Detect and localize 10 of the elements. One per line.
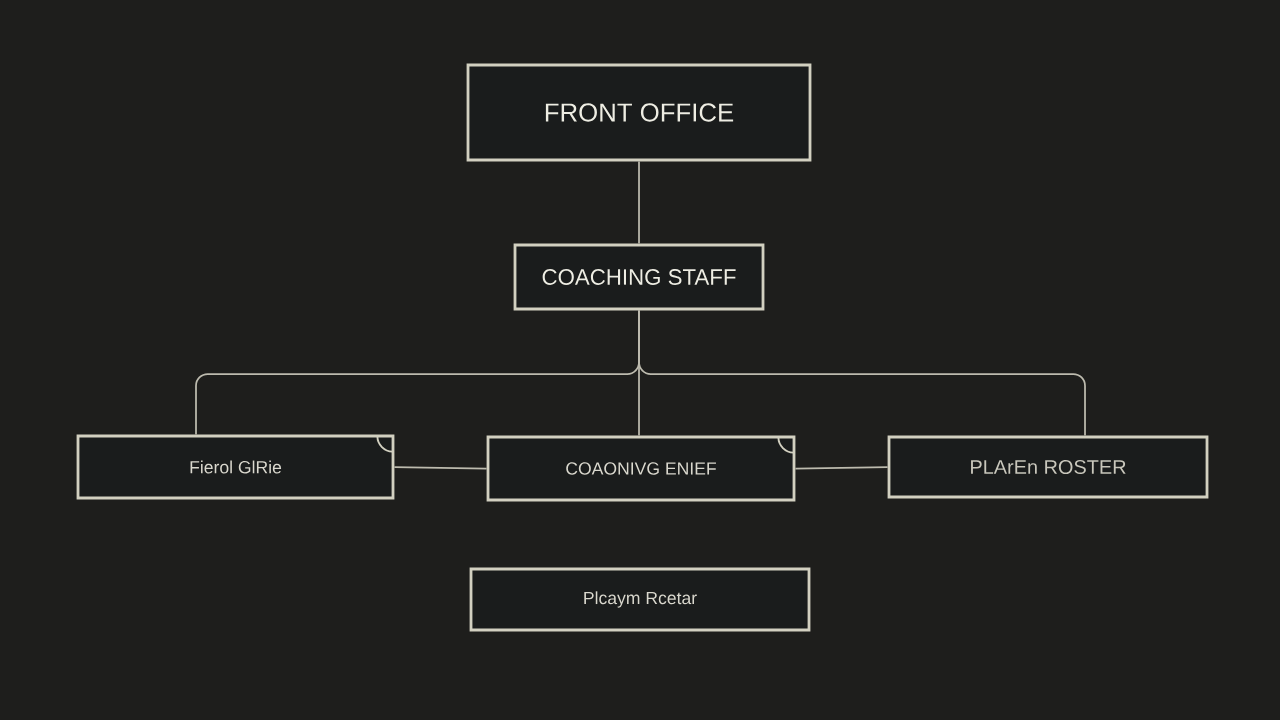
connector-line [393,466,488,470]
org-box: COAONIVG ENIEF [486,435,796,502]
connector-line [794,466,889,470]
org-box: PLArEn ROSTER [887,435,1209,499]
org-box: FRONT OFFICE [466,63,812,162]
org-box: Fierol GlRie [76,434,395,500]
org-box: COACHING STAFF [513,243,765,311]
connector-line [638,160,640,245]
org-box: Plcaym Rcetar [469,567,811,632]
connector-line [638,309,1086,437]
